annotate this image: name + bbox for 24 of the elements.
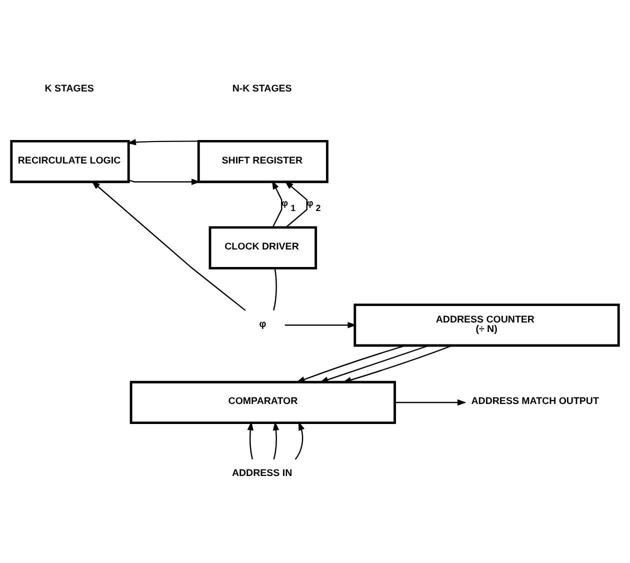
node-box: RECIRCULATE LOGIC <box>10 139 130 183</box>
node-text: ADDRESS MATCH OUTPUT <box>471 396 599 407</box>
label: N-K STAGES <box>232 83 292 94</box>
node-text: ADDRESS IN <box>232 467 292 478</box>
arrow <box>247 420 254 459</box>
arrow <box>284 322 357 328</box>
arrow <box>272 180 282 228</box>
node-box: COMPARATOR <box>130 380 396 424</box>
connector <box>273 268 277 310</box>
arrow <box>296 344 406 382</box>
arrow <box>128 178 200 185</box>
node-box: SHIFT REGISTER <box>197 139 328 183</box>
node-box: ADDRESS COUNTER (÷ N) <box>354 303 620 346</box>
node-box: CLOCK DRIVER <box>208 226 318 269</box>
arrow <box>294 420 305 460</box>
node-text: φ <box>259 318 266 330</box>
label: K STAGES <box>44 83 94 94</box>
arrow <box>272 420 280 459</box>
arrow <box>394 398 466 406</box>
arrow <box>319 344 429 382</box>
arrow <box>284 180 308 228</box>
arrow <box>342 344 452 382</box>
arrow <box>126 138 200 145</box>
arrow <box>91 180 246 310</box>
